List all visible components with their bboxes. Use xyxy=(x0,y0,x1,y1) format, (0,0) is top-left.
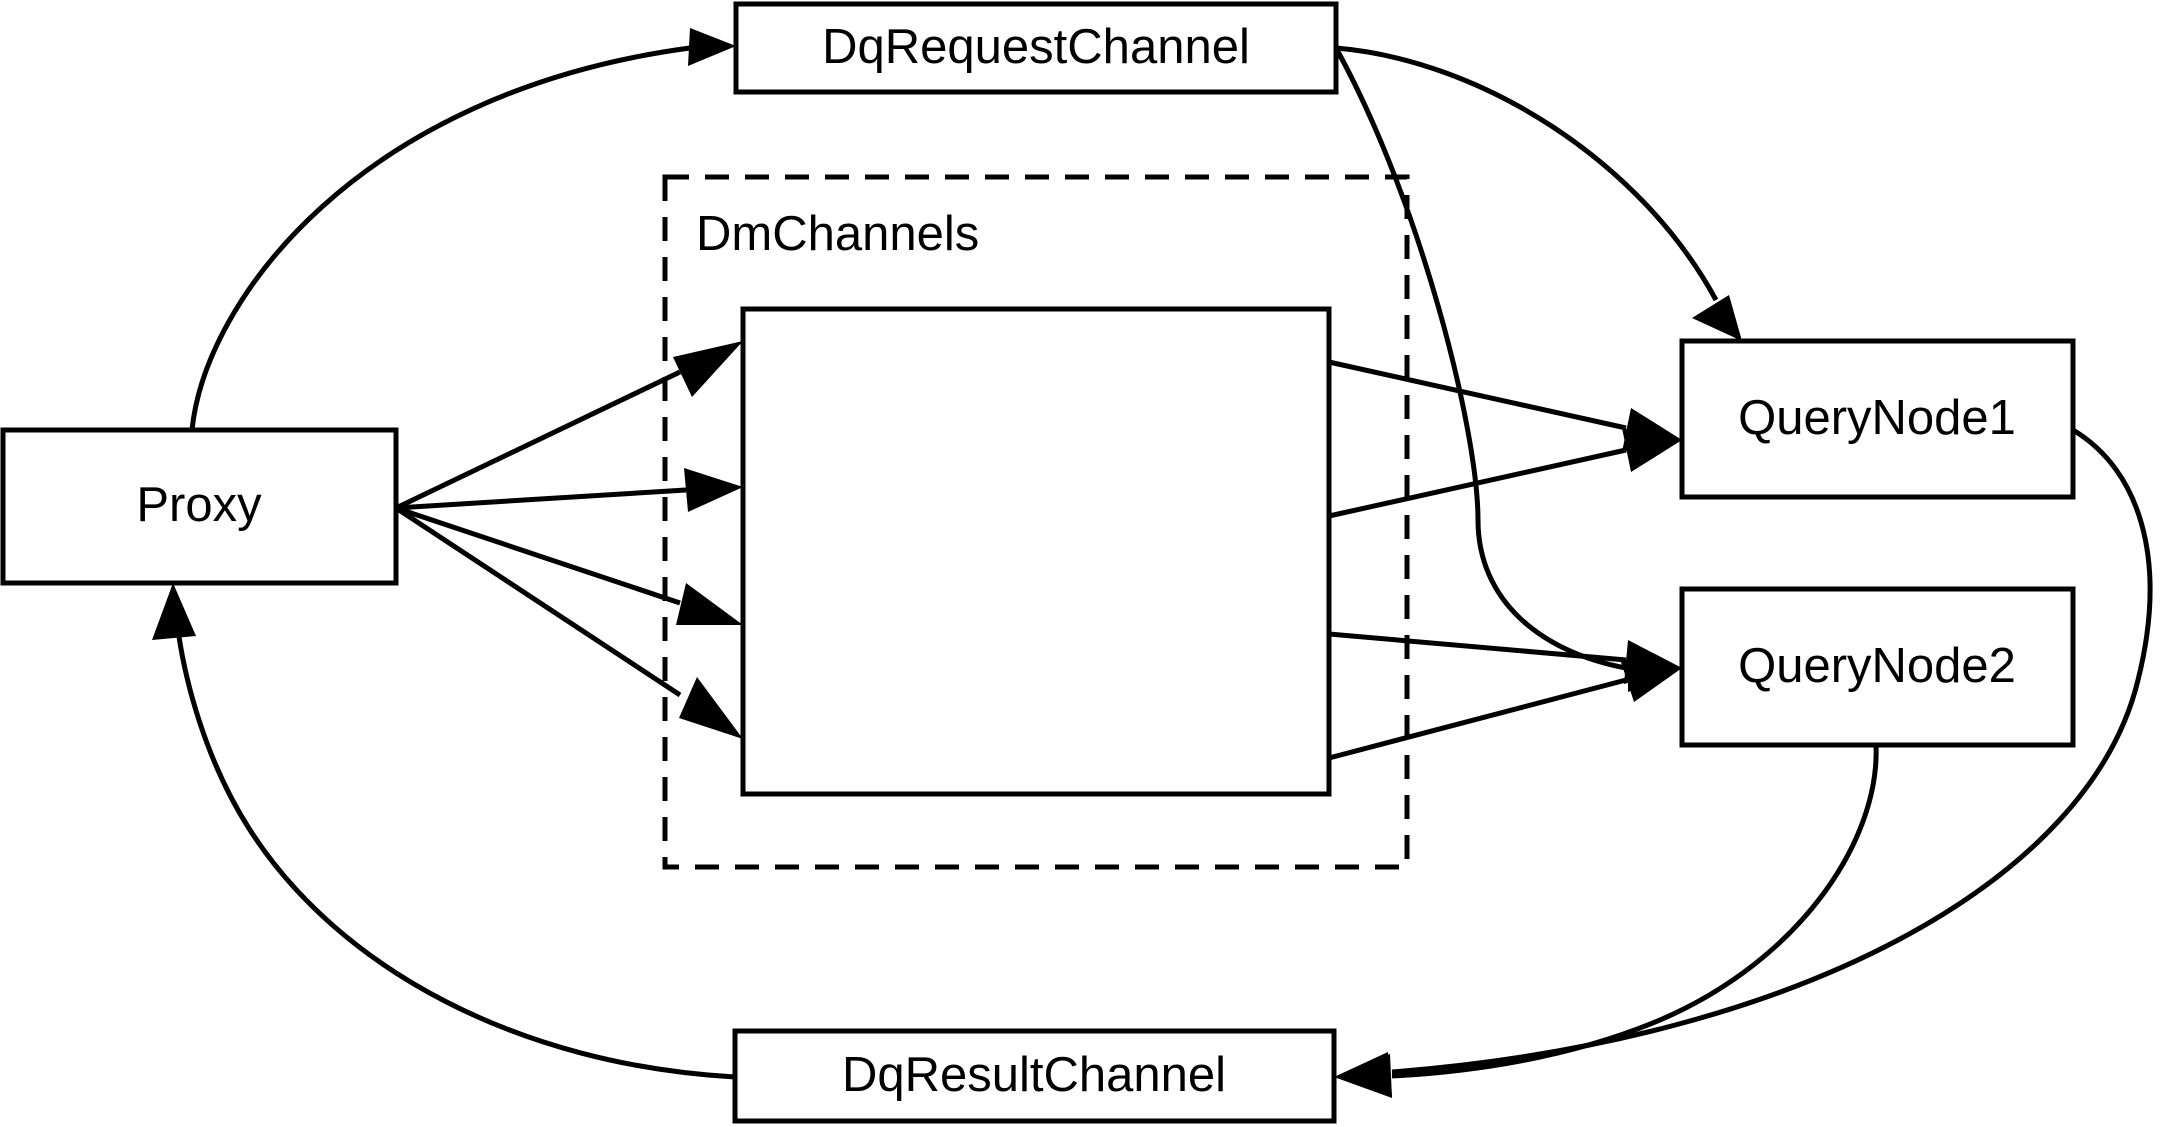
node-dq-request-channel-label: DqRequestChannel xyxy=(822,20,1250,74)
dmchannels-group: DmChannels xyxy=(662,174,1410,870)
node-query-node-1-label: QueryNode1 xyxy=(1738,391,2016,445)
node-dq-result-channel-label: DqResultChannel xyxy=(842,1048,1226,1102)
node-proxy-label: Proxy xyxy=(136,478,262,532)
node-proxy[interactable]: Proxy xyxy=(0,427,399,586)
edge-proxy-to-v3 xyxy=(395,505,743,625)
edge-proxy-to-dqrequestchannel xyxy=(189,28,736,431)
node-query-node-2[interactable]: QueryNode2 xyxy=(1679,586,2076,748)
edge-dqrequestchannel-to-querynode2 xyxy=(1333,46,1682,692)
edge-proxy-to-v4 xyxy=(394,505,743,739)
node-query-node-2-label: QueryNode2 xyxy=(1738,639,2016,693)
edge-querynode2-to-dqresultchannel xyxy=(1334,744,1879,1098)
edge-proxy-to-v2 xyxy=(395,468,743,512)
edge-dqresultchannel-to-proxy xyxy=(152,583,736,1080)
edge-querynode1-to-dqresultchannel xyxy=(1334,427,2153,1096)
node-query-node-1[interactable]: QueryNode1 xyxy=(1679,338,2076,500)
node-dq-request-channel[interactable]: DqRequestChannel xyxy=(733,1,1339,95)
dmchannels-group-label: DmChannels xyxy=(696,207,979,261)
dmchannels-stack: v1 v2 v3 v4 xyxy=(740,306,1332,797)
edge-dqrequestchannel-to-querynode1 xyxy=(1335,45,1742,341)
edge-proxy-to-v1 xyxy=(394,341,743,511)
edge-v2-to-querynode1 xyxy=(1328,428,1682,519)
edge-v4-to-querynode2 xyxy=(1328,659,1682,761)
node-dq-result-channel[interactable]: DqResultChannel xyxy=(732,1028,1337,1124)
